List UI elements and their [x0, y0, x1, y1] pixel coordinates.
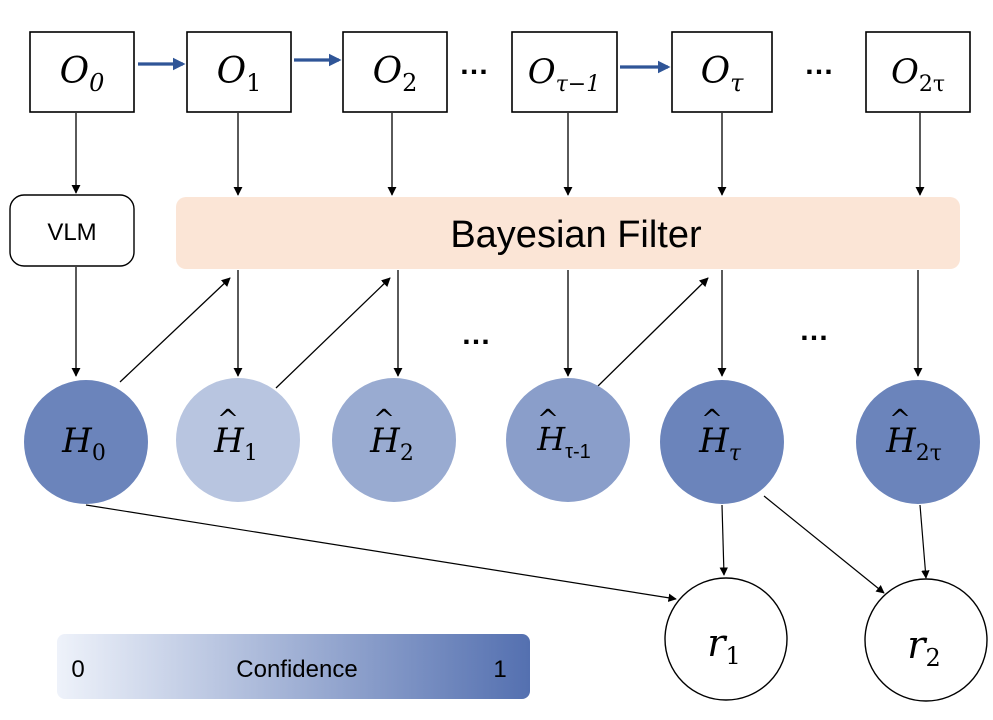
svg-text:Hτ-1: Hτ-1 — [536, 420, 591, 463]
svg-text:O2: O2 — [373, 51, 418, 97]
observation-box-0: O0 — [29, 31, 135, 113]
hypothesis-node-2tau: H2τ ^ — [856, 380, 980, 504]
vlm-box: VLM — [9, 194, 135, 267]
ellipsis-observations-1: … — [459, 48, 489, 81]
hat-mark-2tau: ^ — [889, 405, 911, 435]
hypothesis-node-tau-minus-1: Hτ-1 ^ — [506, 378, 630, 502]
confidence-legend: 0 Confidence 1 — [57, 634, 530, 699]
svg-text:H1: H1 — [213, 421, 258, 466]
observation-row: O0 O1 O2 Oτ−1 Oτ O2τ — [29, 31, 971, 113]
observation-box-2tau: O2τ — [865, 31, 971, 113]
observation-to-filter-arrows — [71, 113, 925, 196]
hypothesis-node-1: H1 ^ — [176, 378, 300, 502]
confidence-min-label: 0 — [71, 656, 84, 683]
filter-to-hypothesis-arrows — [71, 267, 923, 377]
ellipsis-observations-2: … — [804, 48, 834, 81]
confidence-max-label: 1 — [493, 656, 506, 683]
hypothesis-node-tau: Hτ ^ — [660, 380, 784, 504]
ellipsis-hypotheses-1: … — [461, 318, 491, 351]
svg-text:H0: H0 — [61, 421, 106, 466]
confidence-gradient-bar — [57, 634, 530, 699]
svg-text:Oτ: Oτ — [701, 51, 745, 97]
svg-text:r2: r2 — [907, 623, 940, 672]
observation-box-tau: Oτ — [671, 31, 773, 113]
reward-node-2: r2 — [864, 578, 988, 702]
observation-transitions — [138, 53, 671, 74]
vlm-label: VLM — [47, 219, 96, 246]
hypothesis-node-2: H2 ^ — [332, 378, 456, 502]
svg-text:O1: O1 — [217, 51, 262, 97]
observation-box-1: O1 — [186, 31, 292, 113]
hypothesis-to-filter-arrows — [119, 277, 709, 389]
svg-text:Hτ: Hτ — [698, 421, 742, 466]
hypothesis-node-0: H0 — [24, 380, 148, 504]
reward-node-1: r1 — [664, 577, 788, 701]
hat-mark-1: ^ — [217, 405, 239, 435]
confidence-legend-label: Confidence — [236, 656, 357, 683]
hat-mark-tau: ^ — [701, 405, 723, 435]
svg-text:O0: O0 — [60, 51, 105, 97]
ellipsis-hypotheses-2: … — [799, 314, 829, 347]
svg-text:H2τ: H2τ — [885, 421, 942, 466]
bayesian-filter-label: Bayesian Filter — [450, 214, 702, 256]
svg-text:r1: r1 — [707, 621, 740, 670]
observation-box-tau-minus-1: Oτ−1 — [511, 31, 618, 113]
hat-mark-2: ^ — [373, 405, 395, 435]
bayesian-filter-box: Bayesian Filter — [176, 197, 960, 269]
svg-text:O2τ: O2τ — [891, 52, 945, 97]
hat-mark-tau-minus-1: ^ — [537, 405, 559, 435]
hypothesis-row: H0 H1 ^ H2 ^ Hτ-1 ^ Hτ ^ H2τ ^ — [24, 378, 980, 504]
observation-box-2: O2 — [342, 31, 448, 113]
hypothesis-to-reward-arrows — [85, 495, 930, 602]
svg-text:Oτ−1: Oτ−1 — [528, 52, 600, 97]
svg-text:H2: H2 — [369, 421, 414, 466]
